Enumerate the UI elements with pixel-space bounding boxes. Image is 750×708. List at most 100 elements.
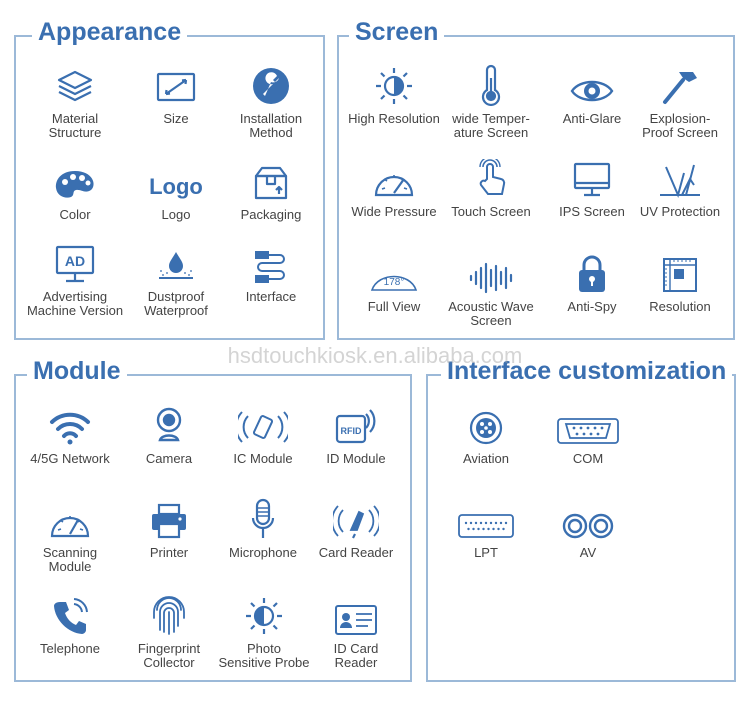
appearance-item-installation: Installation Method [226,62,316,140]
screen-item-uv: UV Protection [632,155,728,219]
interface-item-aviation: Aviation [440,402,532,466]
usb-cable-icon [255,251,285,283]
scanner-gauge-icon [50,516,90,538]
webcam-icon [156,407,182,442]
item-label: Color [59,207,91,222]
appearance-item-packaging: Packaging [226,158,316,222]
item-label: High Resolution [348,111,440,126]
rfid-icon: RFID [335,409,376,444]
item-label: Card Reader [318,545,394,560]
size-icon [156,72,196,102]
logo-text-icon: Logo [149,174,203,199]
item-label: Dustproof Waterproof [144,289,208,318]
thermometer-icon [481,64,501,106]
wifi-icon [50,412,90,445]
item-label: Logo [161,207,191,222]
screen-item-high-resolution: High Resolution [344,62,444,126]
item-label: Packaging [240,207,302,222]
item-label: Touch Screen [451,204,531,219]
module-item-telephone: Telephone [22,592,118,656]
gauge-icon [374,175,414,197]
module-item-network: 4/5G Network [22,402,118,466]
item-label: LPT [474,545,498,560]
item-label: IC Module [233,451,293,466]
item-label: Installation Method [239,111,303,140]
rfid-text: RFID [341,426,362,436]
module-item-fingerprint: Fingerprint Collector [121,592,217,670]
resolution-grid-icon [663,258,697,292]
item-label: COM [572,451,604,466]
appearance-item-size: Size [131,62,221,126]
brightness-icon [376,68,412,104]
view-angle-icon: 178° [370,275,418,291]
interface-item-lpt: LPT [440,496,532,560]
item-label: Acoustic Wave Screen [448,299,534,328]
item-label: Resolution [649,299,711,314]
microphone-icon [251,498,275,538]
item-label: Anti-Spy [567,299,617,314]
item-label: Telephone [40,641,100,656]
item-label: Photo Sensitive Probe [218,641,310,670]
fingerprint-icon [153,596,185,635]
item-label: Wide Pressure [351,204,437,219]
box-icon [254,166,288,200]
module-item-id: RFID ID Module [308,402,404,466]
lock-icon [579,255,605,292]
wrench-icon [253,68,289,104]
item-label: IPS Screen [559,204,625,219]
eye-icon [570,80,614,102]
screen-item-wide-pressure: Wide Pressure [344,155,444,219]
appearance-item-material: Material Structure [30,62,120,140]
interface-item-com: COM [542,402,634,466]
screen-item-wide-temperature: wide Temper- ature Screen [443,62,539,140]
module-item-microphone: Microphone [215,496,311,560]
com-port-icon [557,418,619,444]
light-sensor-icon [246,598,282,634]
palette-icon [55,171,94,198]
item-label: ID Module [326,451,386,466]
appearance-item-dustproof: Dustproof Waterproof [131,240,221,318]
screen-title: Screen [349,17,445,47]
module-item-photo-sensitive: Photo Sensitive Probe [212,592,316,670]
item-label: Printer [149,545,189,560]
touch-hand-icon [479,159,506,195]
uv-rays-icon [660,164,700,199]
item-label: Camera [145,451,193,466]
appearance-item-advertising: AD Advertising Machine Version [22,240,128,318]
screen-item-resolution: Resolution [632,250,728,314]
module-item-ic: IC Module [215,402,311,466]
appearance-item-logo: Logo Logo [131,158,221,222]
item-label: ID Card Reader [333,641,379,670]
appearance-title: Appearance [32,17,188,47]
screen-item-anti-spy: Anti-Spy [544,250,640,314]
module-item-card-reader: Card Reader [308,496,404,560]
angle-text: 178° [384,277,405,288]
module-item-camera: Camera [121,402,217,466]
module-item-id-card-reader: ID Card Reader [308,592,404,670]
item-label: 4/5G Network [30,451,110,466]
aviation-plug-icon [469,411,503,445]
item-label: AV [579,545,597,560]
item-label: Advertising Machine Version [26,289,124,318]
lpt-port-icon [458,514,514,538]
monitor-icon [573,162,611,197]
ad-screen-icon: AD [55,245,95,283]
appearance-item-interface: Interface [226,240,316,304]
printer-icon [152,503,186,539]
id-card-icon [335,605,377,635]
interface-item-av: AV [542,496,634,560]
ad-text: AD [65,253,85,269]
layers-icon [57,70,93,102]
screen-item-anti-glare: Anti-Glare [544,62,640,126]
hammer-icon [663,72,697,104]
item-label: Interface [245,289,297,304]
screen-item-full-view: 178° Full View [344,250,444,314]
item-label: wide Temper- ature Screen [452,111,530,140]
appearance-item-color: Color [30,158,120,222]
item-label: Explosion- Proof Screen [642,111,718,140]
module-item-scanning: Scanning Module [22,496,118,574]
item-label: Material Structure [48,111,102,140]
item-label: Scanning Module [42,545,98,574]
screen-item-explosion-proof: Explosion- Proof Screen [632,62,728,140]
waterdrop-icon [159,252,193,279]
